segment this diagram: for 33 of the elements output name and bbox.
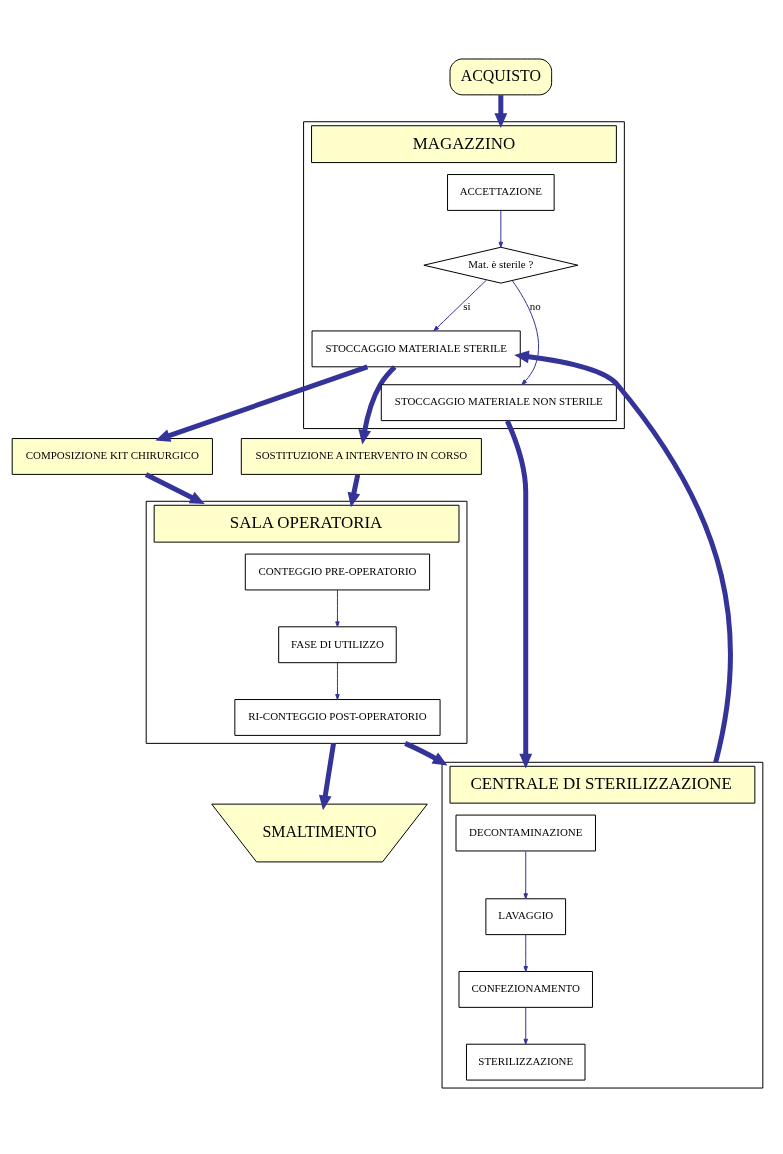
edge-label: si (463, 299, 471, 312)
node-box: CONTEGGIO PRE-OPERATORIO (244, 553, 431, 590)
node-box: ACCETTAZIONE (447, 173, 555, 211)
node-box: STOCCAGGIO MATERIALE NON STERILE (380, 383, 617, 421)
node-box: STERILIZZAZIONE (465, 1043, 586, 1081)
arrow (505, 419, 533, 768)
node-box: ACQUISTO (449, 58, 553, 95)
node-box: STOCCAGGIO MATERIALE STERILE (311, 329, 521, 367)
node-box: CONFEZIONAMENTO (458, 970, 593, 1008)
arrow (335, 589, 340, 627)
arrow (404, 740, 448, 765)
arrow (144, 471, 205, 504)
arrow (433, 279, 487, 331)
arrow (318, 742, 336, 810)
arrow (511, 279, 540, 385)
arrow (347, 473, 361, 507)
arrow (155, 364, 369, 442)
arrow (358, 364, 397, 445)
arrow (335, 661, 340, 700)
arrow (523, 933, 528, 972)
node-diamond: Mat. è sterile ? (423, 246, 579, 284)
node-box: COMPOSIZIONE KIT CHIRURGICO (11, 437, 213, 475)
node-box: DECONTAMINAZIONE (455, 814, 596, 851)
node-box: LAVAGGIO (485, 897, 567, 935)
arrow (494, 94, 508, 128)
node-box: SOSTITUZIONE A INTERVENTO IN CORSO (240, 437, 482, 475)
arrow (498, 209, 504, 248)
arrow (523, 1006, 528, 1045)
arrow (523, 850, 528, 899)
node-box: RI-CONTEGGIO POST-OPERATORIO (234, 698, 441, 736)
arrow (514, 349, 733, 763)
edge-label: no (529, 299, 541, 312)
node-box: FASE DI UTILIZZO (278, 625, 397, 663)
